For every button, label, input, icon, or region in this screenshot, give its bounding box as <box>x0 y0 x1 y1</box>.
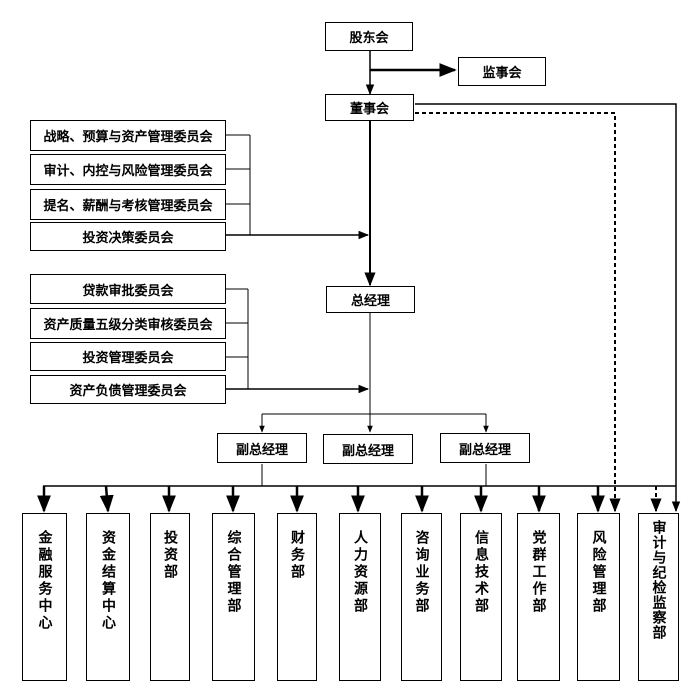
dept-fund-settlement: 资金结算中心 <box>86 513 130 681</box>
vice-gm-2: 副总经理 <box>323 434 413 464</box>
dept-audit-discipline: 审计与纪检监察部 <box>638 513 679 681</box>
dept-party: 党群工作部 <box>517 513 560 681</box>
committee-investment-decision: 投资决策委员会 <box>30 222 226 251</box>
dept-investment: 投资部 <box>150 513 190 681</box>
committee-loan-approval: 贷款审批委员会 <box>30 274 226 304</box>
dept-it: 信息技术部 <box>460 513 502 681</box>
committee-investment-mgmt: 投资管理委员会 <box>30 342 226 371</box>
vice-gm-3: 副总经理 <box>440 433 530 463</box>
committee-nomination: 提名、薪酬与考核管理委员会 <box>30 189 226 220</box>
committee-alm: 资产负债管理委员会 <box>30 375 226 404</box>
dept-financial-services: 金融服务中心 <box>22 513 67 681</box>
line-board-audit <box>415 103 681 513</box>
dept-risk: 风险管理部 <box>577 513 620 681</box>
line-board-risk <box>415 112 621 513</box>
dept-finance: 财务部 <box>277 513 317 681</box>
committee-audit: 审计、内控与风险管理委员会 <box>30 154 226 185</box>
vice-gm-1: 副总经理 <box>217 433 307 463</box>
shareholders-box: 股东会 <box>325 22 413 51</box>
dept-consulting: 咨询业务部 <box>401 513 442 681</box>
gm-box: 总经理 <box>326 286 415 313</box>
committee-strategy: 战略、预算与资产管理委员会 <box>30 120 226 151</box>
dept-general-admin: 综合管理部 <box>212 513 255 681</box>
supervisors-box: 监事会 <box>458 57 546 86</box>
dept-hr: 人力资源部 <box>339 513 381 681</box>
committee-asset-quality: 资产质量五级分类审核委员会 <box>30 308 226 339</box>
board-box: 董事会 <box>325 94 414 121</box>
